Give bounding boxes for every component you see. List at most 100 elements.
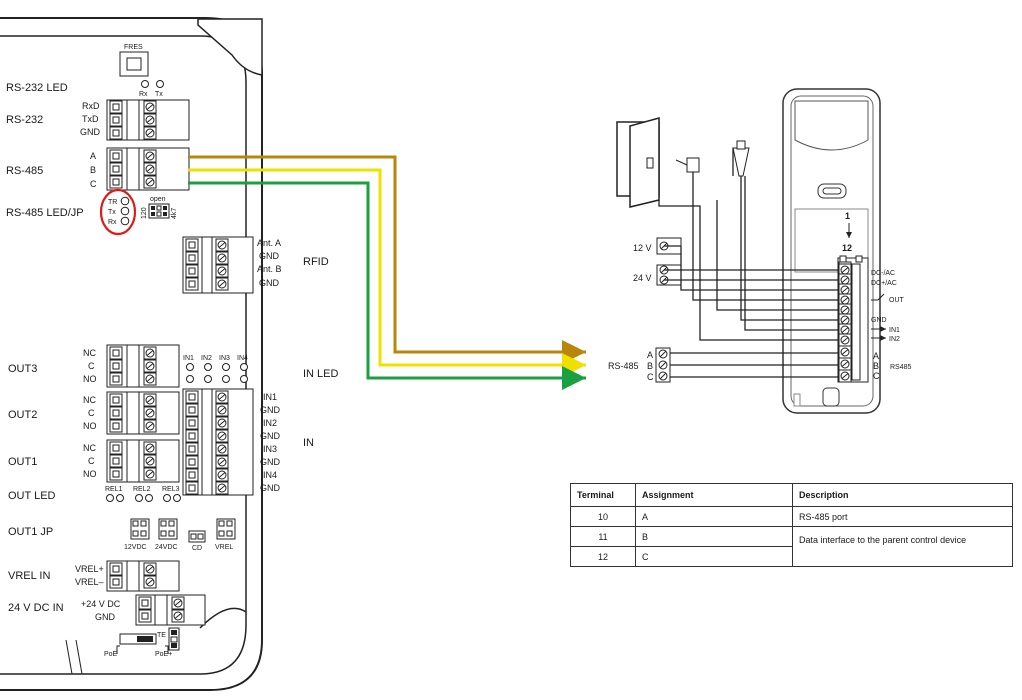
left-a-label: A	[647, 350, 653, 360]
dc-terminal: +24 V DC GND	[81, 594, 206, 626]
vrel-in-label: VREL IN	[8, 570, 50, 582]
in-pin-gnd3: GND	[260, 457, 281, 467]
v12-label: 12 V	[633, 243, 652, 253]
out2-label: OUT2	[8, 409, 37, 421]
rs485-led-group: TR Tx Rx	[99, 188, 137, 236]
fres-button[interactable]: FRES	[119, 44, 149, 77]
rel-led-group: REL1 REL2 REL3	[105, 486, 181, 502]
out1-pin-nc: NC	[83, 443, 96, 453]
rs485-pin-c: C	[90, 179, 97, 189]
wire-b	[188, 168, 586, 377]
in-pin-in2: IN2	[263, 418, 277, 428]
reader-term-12: 12	[842, 243, 852, 253]
led-rx-label: Rx	[139, 91, 148, 98]
col-assignment: Assignment	[635, 483, 793, 507]
reader-wiring	[658, 148, 838, 378]
in-label: IN	[303, 437, 314, 449]
in-led-group: IN1 IN2 IN3 IN4	[183, 355, 248, 383]
jp-open-label: open	[150, 196, 166, 203]
rfid-label: RFID	[303, 256, 329, 268]
rs232-pin-gnd: GND	[80, 127, 101, 137]
table-row: 12 C	[570, 546, 1013, 567]
rs485-pin-b: B	[90, 165, 96, 175]
vrel-terminal: VREL+ VREL–	[75, 560, 180, 592]
in-pin-in4: IN4	[263, 470, 277, 480]
in-pin-gnd2: GND	[260, 431, 281, 441]
in-led-2: IN2	[201, 355, 212, 362]
jp-120-label: 120	[141, 207, 148, 219]
out1-jumpers: 12VDC 24VDC CD VREL	[124, 518, 236, 552]
reader-rs485-label: RS485	[890, 364, 912, 371]
in-led-label: IN LED	[303, 368, 339, 380]
rfid-pin-anta: Ant. A	[257, 238, 281, 248]
out2-pin-no: NO	[83, 421, 97, 431]
jp-12vdc-label: 12VDC	[124, 544, 147, 551]
door-icon	[616, 117, 700, 208]
cell-terminal: 11	[570, 526, 636, 547]
poe-label: PoE	[104, 651, 118, 658]
controller-housing	[0, 17, 263, 691]
out-led-label: OUT LED	[8, 490, 56, 502]
out3-pin-c: C	[88, 361, 95, 371]
out3-pin-no: NO	[83, 374, 97, 384]
fres-label: FRES	[124, 44, 143, 51]
out1-pin-c: C	[88, 456, 95, 466]
reader-c-label: C	[873, 371, 880, 381]
gnd-label: GND	[871, 317, 887, 324]
dc-pin-gnd: GND	[95, 612, 116, 622]
rs485-led-rx: Rx	[108, 219, 117, 226]
cell-assignment: B	[635, 526, 793, 547]
wire-c	[188, 181, 586, 390]
cell-description: RS-485 port	[792, 506, 1013, 527]
in2-label: IN2	[889, 336, 900, 343]
jp-4k7-label: 4k7	[171, 208, 178, 219]
rs485-led-tr: TR	[108, 199, 117, 206]
in-pin-gnd4: GND	[260, 483, 281, 493]
vrel-pin-plus: VREL+	[75, 564, 104, 574]
left-c-label: C	[647, 372, 654, 382]
dc-minus-label: DC-/AC	[871, 270, 895, 277]
out2-pin-c: C	[88, 408, 95, 418]
rs485-jumper: 120 open 4k7	[141, 196, 178, 219]
vrel-pin-minus: VREL–	[75, 577, 104, 587]
reader-a-label: A	[873, 351, 879, 361]
in-led-1: IN1	[183, 355, 194, 362]
in-led-4: IN4	[237, 355, 248, 362]
jp-vrel-label: VREL	[215, 544, 233, 551]
in-terminal: IN1 GND IN2 GND IN3 GND IN4 GND	[182, 388, 281, 496]
in-led-3: IN3	[219, 355, 230, 362]
dc-pin-plus: +24 V DC	[81, 599, 121, 609]
rs485-wires	[188, 155, 586, 390]
power-24v-terminal	[656, 264, 682, 286]
rfid-pin-gnd1: GND	[259, 251, 280, 261]
in1-label: IN1	[889, 327, 900, 334]
rs485-pin-a: A	[90, 151, 96, 161]
dc-plus-label: DC+/AC	[871, 280, 897, 287]
out1-pin-no: NO	[83, 469, 97, 479]
rs485-led-highlight	[99, 188, 137, 236]
rs232-pin-rxd: RxD	[82, 101, 100, 111]
wire-a	[188, 155, 586, 364]
rs485-ledjp-label: RS-485 LED/JP	[6, 207, 84, 219]
rs485-label: RS-485	[6, 165, 43, 177]
out2-pin-nc: NC	[83, 395, 96, 405]
terminal-table: Terminal Assignment Description 10 A RS-…	[570, 483, 1013, 567]
reader-b-label: B	[873, 361, 879, 371]
poe-switch[interactable]: TE PoE PoE+	[104, 627, 180, 658]
rs232-led-label: RS-232 LED	[6, 82, 68, 94]
rs232-label: RS-232	[6, 114, 43, 126]
in-pin-gnd1: GND	[260, 405, 281, 415]
cell-terminal: 12	[570, 546, 636, 567]
te-label: TE	[157, 632, 166, 639]
reader-term-1: 1	[845, 211, 850, 221]
jp-24vdc-label: 24VDC	[155, 544, 178, 551]
out1-jp-label: OUT1 JP	[8, 526, 53, 538]
out3-label: OUT3	[8, 363, 37, 375]
rs485-led-tx: Tx	[108, 209, 116, 216]
rs485-terminal: A B C	[90, 147, 190, 191]
out1-label: OUT1	[8, 456, 37, 468]
rel-led-1: REL1	[105, 486, 123, 493]
rfid-terminal: Ant. A GND Ant. B GND	[182, 236, 282, 294]
rs232-pin-txd: TxD	[82, 114, 99, 124]
